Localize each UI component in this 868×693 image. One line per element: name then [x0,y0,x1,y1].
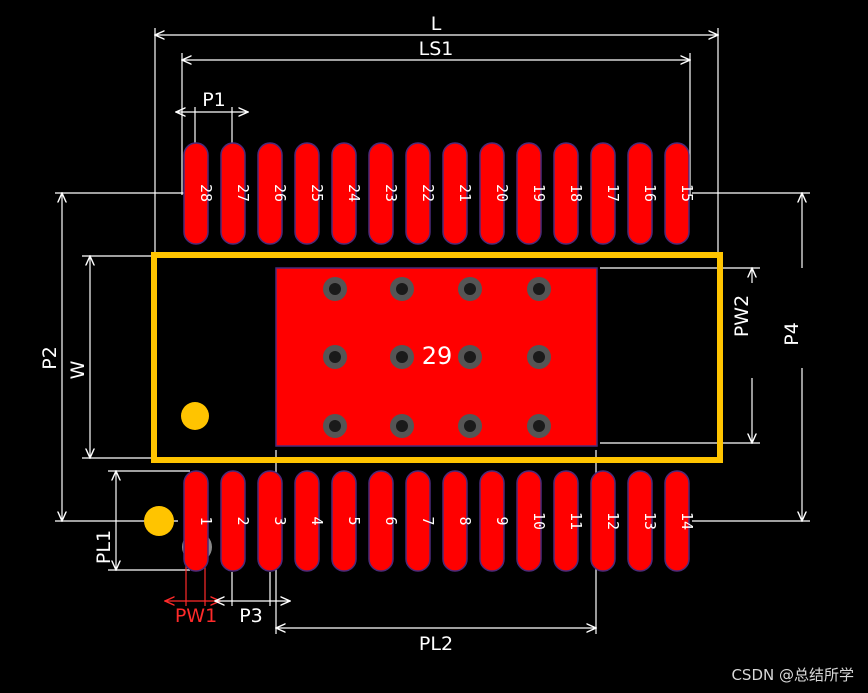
pad-number: 23 [382,184,400,202]
pad [442,142,468,245]
top-pad-row [183,142,690,245]
pad-number: 19 [530,184,548,202]
pad-number: 22 [419,184,437,202]
bottom-pad-row [183,470,690,572]
pad-number: 11 [567,512,585,530]
pad-number: 6 [382,516,400,525]
pad [442,470,468,572]
pad [405,142,431,245]
pad [664,142,690,245]
pad-number: 18 [567,184,585,202]
pad [331,142,357,245]
pad [590,142,616,245]
pad-number: 10 [530,512,548,530]
pad-number: 9 [493,516,511,525]
pad-number: 15 [678,184,696,202]
dim-label-p4: P4 [781,322,803,346]
pad [553,142,579,245]
pad-number: 25 [308,184,326,202]
pad [220,470,246,572]
pad-number: 8 [456,516,474,525]
pad [553,470,579,572]
pad [368,142,394,245]
pad-number: 2 [234,516,252,525]
dim-label-p2: P2 [39,346,61,370]
pad [516,142,542,245]
pad [368,470,394,572]
thermal-vias [323,277,551,438]
pad [257,142,283,245]
pad [627,470,653,572]
pad [294,142,320,245]
pad-number: 5 [345,516,363,525]
dim-label-p3: P3 [239,605,263,627]
pad [220,142,246,245]
pad [183,470,209,572]
pad-number: 4 [308,516,326,525]
top-pad-numbers: 28 27 26 25 24 23 22 21 20 19 18 17 16 1… [197,184,696,202]
bottom-pad-numbers: 1 2 3 4 5 6 7 8 9 10 11 12 13 14 [197,512,696,530]
pad-number: 28 [197,184,215,202]
pin1-dot-inner [181,402,209,430]
pad [183,142,209,245]
pad-number: 17 [604,184,622,202]
pad-number: 1 [197,516,215,525]
dim-label-pw2: PW2 [731,295,753,337]
silkscreen-outline [151,252,723,463]
pad [627,142,653,245]
pad [590,470,616,572]
exposed-pad-number: 29 [422,342,453,370]
pad [405,470,431,572]
pad [664,470,690,572]
pad-number: 27 [234,184,252,202]
dim-label-l: L [431,13,442,35]
pad-number: 26 [271,184,289,202]
pad [294,470,320,572]
dim-label-ls1: LS1 [419,38,454,60]
dim-label-p1: P1 [202,89,226,111]
pad-number: 3 [271,516,289,525]
dim-label-pl2: PL2 [419,633,453,655]
pad-number: 14 [678,512,696,530]
dim-label-pl1: PL1 [93,530,115,564]
pad-number: 7 [419,516,437,525]
pad-number: 16 [641,184,659,202]
pad-number: 24 [345,184,363,202]
pad [479,142,505,245]
dimension-lines [55,28,810,634]
pad [516,470,542,572]
pad-number: 12 [604,512,622,530]
dim-label-w: W [67,360,89,379]
dim-label-pw1: PW1 [175,605,217,627]
pad-number: 21 [456,184,474,202]
pad [257,470,283,572]
pin1-dot-outer [144,506,174,536]
pad [331,470,357,572]
pad-number: 13 [641,512,659,530]
watermark: CSDN @总结所学 [731,666,854,684]
pad [479,470,505,572]
pad-number: 20 [493,184,511,202]
